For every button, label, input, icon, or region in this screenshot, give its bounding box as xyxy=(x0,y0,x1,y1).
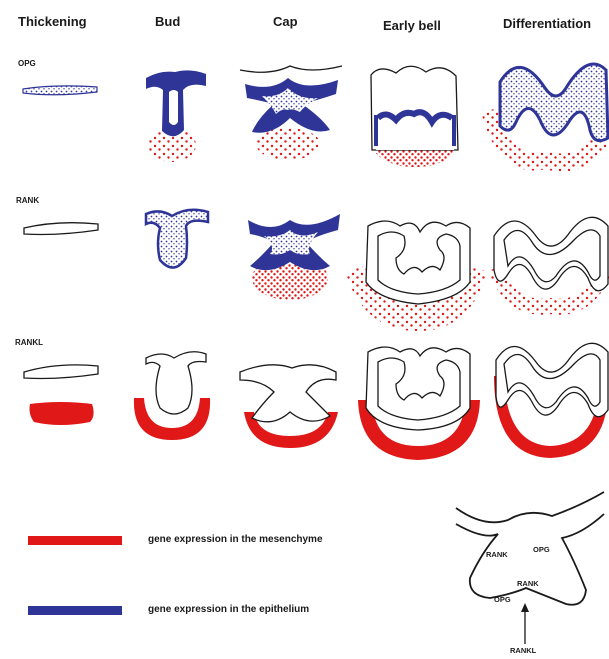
rankl-thickening xyxy=(24,365,98,425)
inset-label-opg-right: OPG xyxy=(533,545,550,554)
inset-label-rank-lower: RANK xyxy=(517,579,539,588)
legend-label-epithelium: gene expression in the epithelium xyxy=(148,604,309,615)
opg-bud xyxy=(146,70,206,162)
opg-early-bell xyxy=(371,66,458,167)
legend-label-mesenchyme: gene expression in the mesenchyme xyxy=(148,534,323,545)
rankl-cap xyxy=(240,365,338,448)
rank-cap xyxy=(248,214,340,300)
legend-swatch-mesenchyme xyxy=(28,536,122,545)
inset-label-rankl: RANKL xyxy=(510,646,536,655)
rank-differentiation xyxy=(494,217,608,306)
opg-differentiation xyxy=(490,64,608,163)
rankl-bud xyxy=(134,352,210,440)
rankl-early-bell xyxy=(358,347,480,460)
inset-label-opg-lower: OPG xyxy=(494,595,511,604)
inset-label-rank-left: RANK xyxy=(486,550,508,559)
opg-cap xyxy=(240,66,342,160)
rank-early-bell xyxy=(358,221,474,318)
inset-cap-schematic xyxy=(456,492,604,644)
rank-bud xyxy=(146,210,208,268)
legend-swatch-epithelium xyxy=(28,606,122,615)
rankl-differentiation xyxy=(494,343,608,458)
opg-thickening xyxy=(23,86,97,95)
rank-thickening xyxy=(24,223,98,235)
